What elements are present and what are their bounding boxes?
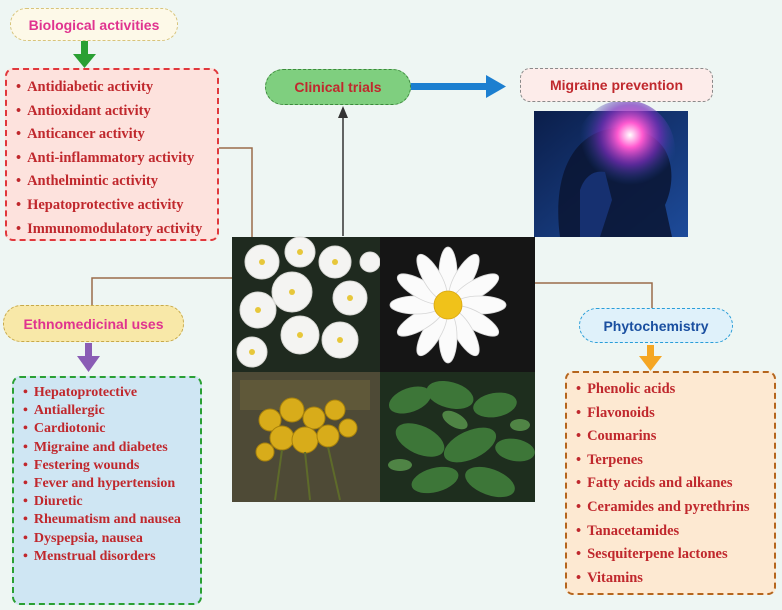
biological-activity-item: Anthelmintic activity bbox=[16, 170, 217, 194]
biological-activity-item: Antioxidant activity bbox=[16, 100, 217, 124]
biological-activity-item: Immunomodulatory activity bbox=[16, 218, 217, 242]
ethnomedicinal-use-item: Rheumatism and nausea bbox=[23, 511, 196, 529]
blue-arrow bbox=[486, 75, 506, 98]
phytochemical-item: Flavonoids bbox=[576, 402, 774, 426]
biological-activity-item: Anti-inflammatory activity bbox=[16, 147, 217, 171]
ethno-title: Ethnomedicinal uses bbox=[23, 315, 164, 332]
phytochemical-item: Phenolic acids bbox=[576, 378, 774, 402]
biological-activity-item: Antidiabetic activity bbox=[16, 76, 217, 100]
biological-arrow bbox=[73, 54, 96, 68]
phytochemical-item: Tanacetamides bbox=[576, 520, 774, 544]
clinical-title-pill: Clinical trials bbox=[265, 69, 411, 105]
biological-title: Biological activities bbox=[28, 16, 160, 33]
ethnomedicinal-use-item: Migraine and diabetes bbox=[23, 439, 196, 457]
phytochemical-item: Ceramides and pyrethrins bbox=[576, 496, 774, 520]
ethnomedicinal-use-item: Antiallergic bbox=[23, 402, 196, 420]
ethno-box: HepatoprotectiveAntiallergicCardiotonicM… bbox=[12, 376, 202, 605]
phytochemical-item: Terpenes bbox=[576, 449, 774, 473]
biological-box: Antidiabetic activityAntioxidant activit… bbox=[5, 68, 219, 241]
photo-grid bbox=[232, 236, 535, 502]
ethnomedicinal-use-item: Festering wounds bbox=[23, 457, 196, 475]
phytochemical-item: Vitamins bbox=[576, 567, 774, 591]
ethnomedicinal-use-item: Hepatoprotective bbox=[23, 384, 196, 402]
phyto-box: Phenolic acidsFlavonoidsCoumarinsTerpene… bbox=[565, 371, 776, 595]
ethno-list: HepatoprotectiveAntiallergicCardiotonicM… bbox=[23, 384, 196, 566]
clinical-title: Clinical trials bbox=[294, 79, 382, 95]
connector-ethno bbox=[91, 277, 232, 305]
phytochemical-item: Sesquiterpene lactones bbox=[576, 543, 774, 567]
phyto-title: Phytochemistry bbox=[603, 317, 709, 334]
ethno-title-pill: Ethnomedicinal uses bbox=[3, 305, 184, 342]
biological-activity-item: Anticancer activity bbox=[16, 123, 217, 147]
phytochemical-item: Coumarins bbox=[576, 425, 774, 449]
biological-title-pill: Biological activities bbox=[10, 8, 178, 41]
connector-biological bbox=[218, 147, 253, 238]
ethnomedicinal-use-item: Dyspepsia, nausea bbox=[23, 530, 196, 548]
ethnomedicinal-use-item: Cardiotonic bbox=[23, 420, 196, 438]
biological-activity-item: Hepatoprotective activity bbox=[16, 194, 217, 218]
biological-list: Antidiabetic activityAntioxidant activit… bbox=[16, 76, 217, 241]
migraine-image bbox=[534, 100, 688, 237]
phytochemical-item: Fatty acids and alkanes bbox=[576, 472, 774, 496]
phyto-title-pill: Phytochemistry bbox=[579, 308, 733, 343]
ethnomedicinal-use-item: Fever and hypertension bbox=[23, 475, 196, 493]
ethnomedicinal-use-item: Menstrual disorders bbox=[23, 548, 196, 566]
migraine-title-pill: Migraine prevention bbox=[520, 68, 713, 102]
ethno-arrow bbox=[77, 356, 100, 372]
phyto-list: Phenolic acidsFlavonoidsCoumarinsTerpene… bbox=[576, 378, 774, 590]
phyto-arrow bbox=[639, 356, 662, 371]
ethnomedicinal-use-item: Diuretic bbox=[23, 493, 196, 511]
connector-phyto bbox=[535, 282, 653, 308]
migraine-title: Migraine prevention bbox=[549, 77, 684, 93]
